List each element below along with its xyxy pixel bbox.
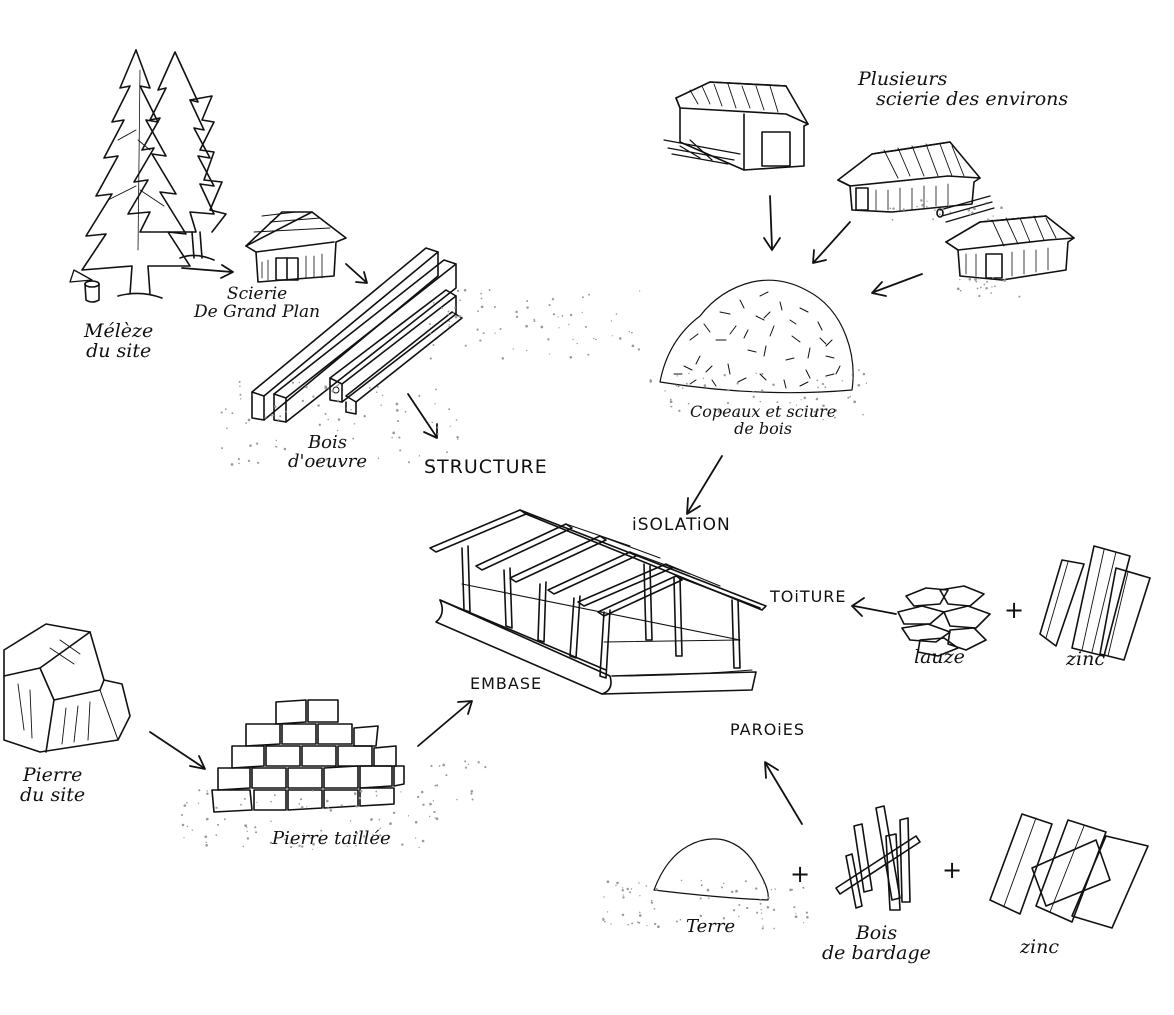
arrow-chips-to-isolation	[687, 456, 722, 514]
arrow-lauze-to-toiture	[852, 598, 896, 616]
frame-building-icon	[430, 510, 766, 694]
larch-trees-icon	[82, 50, 226, 298]
flow-arrows	[150, 196, 922, 824]
label-structure: STRUCTURE	[424, 456, 548, 478]
label-embase: EMBASE	[470, 674, 543, 693]
label-isolation: iSOLATiON	[632, 515, 731, 535]
timber-beams-icon	[252, 248, 462, 422]
sawmill-shed-icon	[946, 216, 1074, 280]
label-pierre-taillee: Pierre taillée	[272, 828, 391, 849]
arrow-trees-to-scierie	[182, 265, 233, 278]
sawmill-shed-icon	[838, 142, 994, 222]
arrow-cut-to-embase	[418, 701, 472, 746]
arrow-shed3-to-chips	[872, 274, 922, 296]
ground-stipple	[180, 199, 1021, 930]
label-terre: Terre	[686, 916, 736, 937]
label-toiture: TOiTURE	[770, 587, 847, 606]
sawmill-shed-icon	[664, 82, 808, 170]
stone-block-icon	[4, 624, 130, 752]
label-lauze: lauze	[914, 646, 965, 668]
arrow-stone-to-cut	[150, 732, 205, 769]
label-zinc-roof: zinc	[1066, 648, 1105, 670]
plus-lauze-zinc: +	[1004, 596, 1025, 624]
stump-axe-icon	[70, 270, 99, 302]
zinc-sheets-icon	[990, 814, 1148, 928]
cladding-boards-icon	[836, 806, 920, 910]
lauze-stones-icon	[898, 586, 990, 656]
label-zinc-wall: zinc	[1020, 936, 1059, 958]
plus-terre-bois: +	[790, 860, 811, 888]
zinc-sheets-icon	[1040, 546, 1150, 660]
wood-chip-pile-icon	[660, 280, 853, 392]
cut-stone-pile-icon	[212, 700, 404, 812]
earth-pile-icon	[654, 839, 768, 900]
sawmill-icon	[246, 212, 346, 282]
arrow-beams-to-structure	[408, 394, 437, 438]
arrow-shed1-to-chips	[764, 196, 780, 250]
arrow-scierie-to-beams	[346, 264, 367, 283]
arrow-cladding-to-parois	[765, 762, 802, 824]
plus-bois-zinc: +	[942, 856, 963, 884]
arrow-shed2-to-chips	[813, 222, 850, 263]
label-parois: PAROiES	[730, 720, 805, 739]
